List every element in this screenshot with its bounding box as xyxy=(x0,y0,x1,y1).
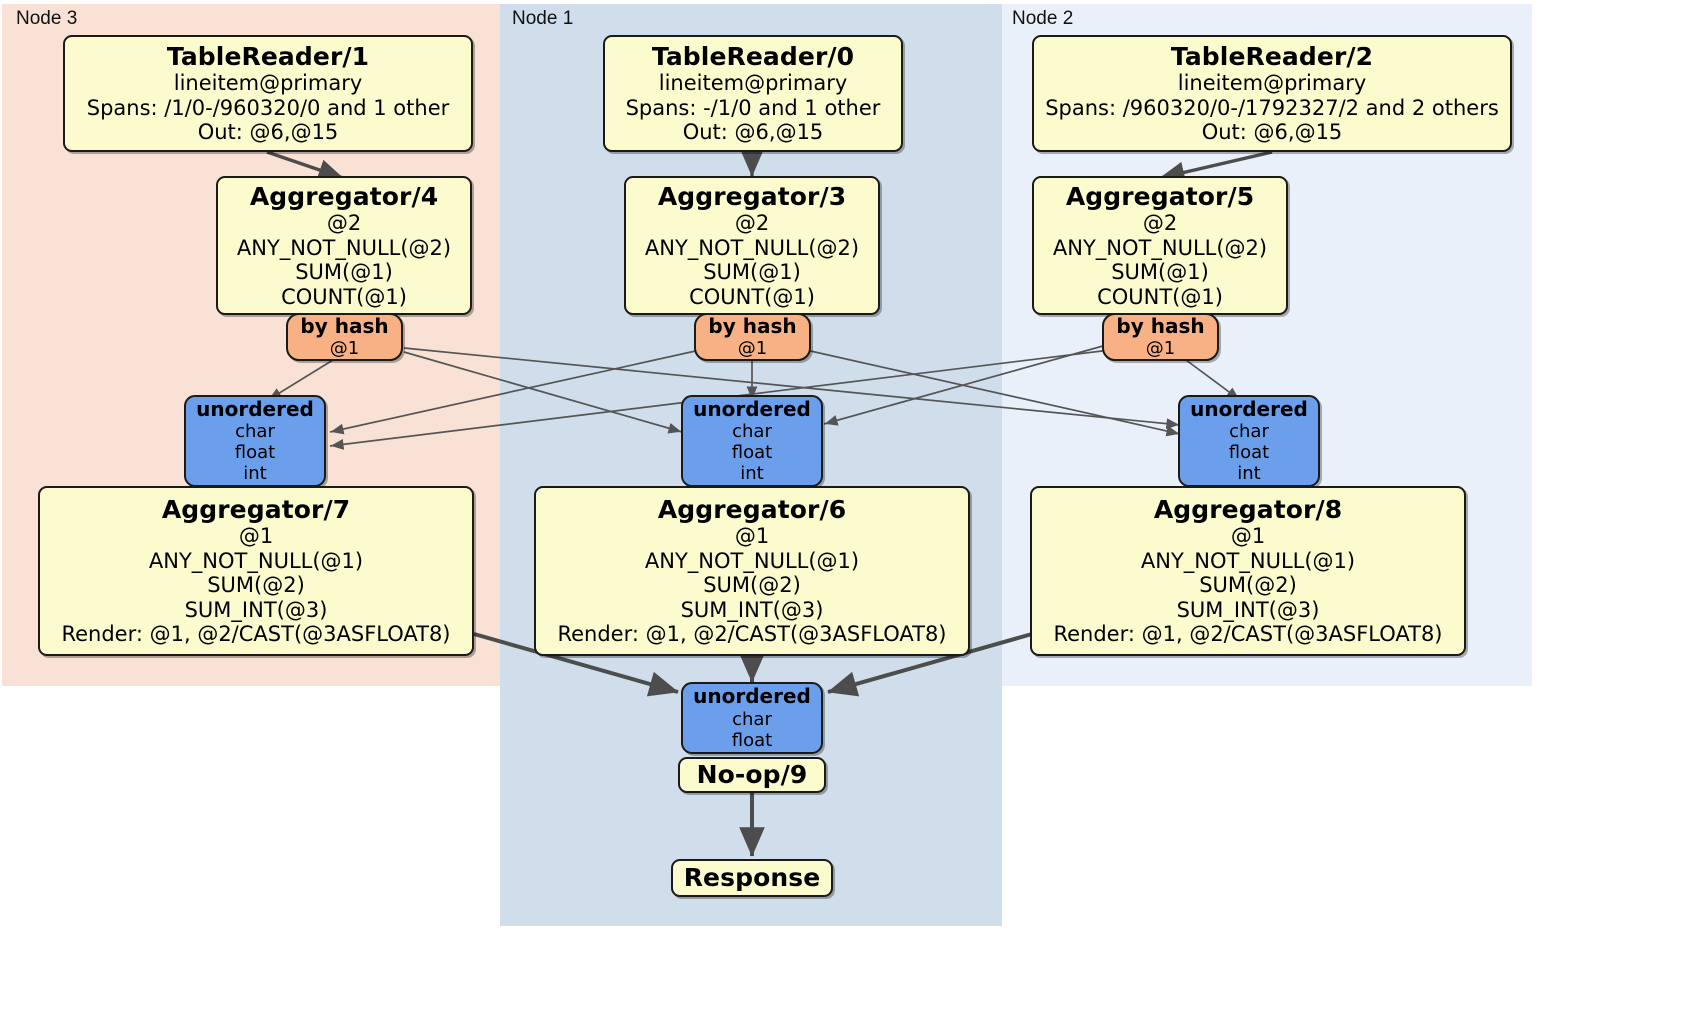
processor-out: Out: @6,@15 xyxy=(682,120,824,145)
sync-type-2: float xyxy=(731,442,773,464)
sync-type-3: int xyxy=(740,463,764,485)
processor-table: lineitem@primary xyxy=(658,71,848,96)
processor-agg-3: COUNT(@1) xyxy=(689,284,815,309)
processor-agg-1: ANY_NOT_NULL(@1) xyxy=(644,548,860,573)
processor-title: Aggregator/5 xyxy=(1065,181,1255,211)
processor-title: Aggregator/7 xyxy=(161,494,351,524)
router-title: by hash xyxy=(1116,313,1205,338)
processor-aggregator-7[interactable]: Aggregator/7 @1 ANY_NOT_NULL(@1) SUM(@2)… xyxy=(38,486,474,656)
processor-agg-1: ANY_NOT_NULL(@2) xyxy=(1052,235,1268,260)
processor-agg-1: ANY_NOT_NULL(@1) xyxy=(148,548,364,573)
processor-tablereader-2[interactable]: TableReader/2 lineitem@primary Spans: /9… xyxy=(1032,35,1512,152)
sync-title: unordered xyxy=(693,684,811,709)
processor-title: TableReader/2 xyxy=(1170,42,1374,72)
sync-type-2: float xyxy=(731,729,773,751)
sync-type-1: char xyxy=(235,421,275,443)
processor-out: Out: @6,@15 xyxy=(1201,120,1343,145)
processor-group: @2 xyxy=(1142,211,1178,235)
synchronizer-unordered-final[interactable]: unordered char float xyxy=(681,682,823,754)
processor-aggregator-8[interactable]: Aggregator/8 @1 ANY_NOT_NULL(@1) SUM(@2)… xyxy=(1030,486,1466,656)
processor-title: TableReader/0 xyxy=(651,42,855,72)
router-title: by hash xyxy=(300,313,389,338)
router-by-hash-node-1[interactable]: by hash @1 xyxy=(694,313,811,361)
processor-aggregator-5[interactable]: Aggregator/5 @2 ANY_NOT_NULL(@2) SUM(@1)… xyxy=(1032,176,1288,315)
sync-title: unordered xyxy=(1190,396,1308,421)
processor-spans: Spans: /960320/0-/1792327/2 and 2 others xyxy=(1045,95,1499,120)
processor-agg-1: ANY_NOT_NULL(@1) xyxy=(1140,548,1356,573)
processor-agg-3: SUM_INT(@3) xyxy=(184,597,328,622)
processor-agg-1: ANY_NOT_NULL(@2) xyxy=(236,235,452,260)
processor-group: @2 xyxy=(734,211,770,235)
processor-agg-1: ANY_NOT_NULL(@2) xyxy=(644,235,860,260)
sync-type-3: int xyxy=(243,463,267,485)
synchronizer-unordered-node-3[interactable]: unordered char float int xyxy=(184,395,326,487)
router-by-hash-node-2[interactable]: by hash @1 xyxy=(1102,313,1219,361)
processor-spans: Spans: -/1/0 and 1 other xyxy=(625,95,881,120)
sync-title: unordered xyxy=(693,396,811,421)
synchronizer-unordered-node-2[interactable]: unordered char float int xyxy=(1178,395,1320,487)
sync-type-2: float xyxy=(1228,442,1270,464)
processor-title: No-op/9 xyxy=(696,760,808,790)
sync-type-1: char xyxy=(732,708,772,730)
processor-title: Aggregator/8 xyxy=(1153,494,1343,524)
processor-agg-3: COUNT(@1) xyxy=(281,284,407,309)
router-title: by hash xyxy=(708,313,797,338)
processor-group: @1 xyxy=(734,524,770,549)
processor-title: TableReader/1 xyxy=(166,42,370,72)
processor-agg-2: SUM(@2) xyxy=(1199,573,1297,598)
processor-title: Aggregator/4 xyxy=(249,181,439,211)
processor-title: Aggregator/6 xyxy=(657,494,847,524)
region-label-node-1: Node 1 xyxy=(512,8,574,29)
processor-aggregator-6[interactable]: Aggregator/6 @1 ANY_NOT_NULL(@1) SUM(@2)… xyxy=(534,486,970,656)
router-detail: @1 xyxy=(329,338,360,360)
sync-type-1: char xyxy=(732,421,772,443)
response-node[interactable]: Response xyxy=(671,859,833,897)
sync-type-1: char xyxy=(1229,421,1269,443)
region-label-node-2: Node 2 xyxy=(1012,8,1074,29)
processor-out: Out: @6,@15 xyxy=(197,120,339,145)
processor-group: @1 xyxy=(1230,524,1266,549)
processor-group: @2 xyxy=(326,211,362,235)
processor-table: lineitem@primary xyxy=(1177,71,1367,96)
processor-aggregator-4[interactable]: Aggregator/4 @2 ANY_NOT_NULL(@2) SUM(@1)… xyxy=(216,176,472,315)
processor-table: lineitem@primary xyxy=(173,71,363,96)
router-detail: @1 xyxy=(737,338,768,360)
response-title: Response xyxy=(683,863,821,893)
processor-no-op-9[interactable]: No-op/9 xyxy=(678,757,826,793)
processor-title: Aggregator/3 xyxy=(657,181,847,211)
processor-group: @1 xyxy=(238,524,274,549)
router-detail: @1 xyxy=(1145,338,1176,360)
processor-render: Render: @1, @2/CAST(@3ASFLOAT8) xyxy=(61,622,451,647)
sync-type-2: float xyxy=(234,442,276,464)
sync-type-3: int xyxy=(1237,463,1261,485)
processor-agg-3: SUM_INT(@3) xyxy=(680,597,824,622)
processor-agg-2: SUM(@2) xyxy=(703,573,801,598)
sync-title: unordered xyxy=(196,396,314,421)
processor-agg-2: SUM(@2) xyxy=(207,573,305,598)
processor-tablereader-1[interactable]: TableReader/1 lineitem@primary Spans: /1… xyxy=(63,35,473,152)
processor-agg-3: COUNT(@1) xyxy=(1097,284,1223,309)
processor-agg-2: SUM(@1) xyxy=(1111,260,1209,285)
region-label-node-3: Node 3 xyxy=(16,8,78,29)
processor-tablereader-0[interactable]: TableReader/0 lineitem@primary Spans: -/… xyxy=(603,35,903,152)
processor-spans: Spans: /1/0-/960320/0 and 1 other xyxy=(86,95,450,120)
router-by-hash-node-3[interactable]: by hash @1 xyxy=(286,313,403,361)
processor-agg-2: SUM(@1) xyxy=(703,260,801,285)
processor-render: Render: @1, @2/CAST(@3ASFLOAT8) xyxy=(557,622,947,647)
processor-render: Render: @1, @2/CAST(@3ASFLOAT8) xyxy=(1053,622,1443,647)
synchronizer-unordered-node-1[interactable]: unordered char float int xyxy=(681,395,823,487)
processor-agg-2: SUM(@1) xyxy=(295,260,393,285)
processor-agg-3: SUM_INT(@3) xyxy=(1176,597,1320,622)
processor-aggregator-3[interactable]: Aggregator/3 @2 ANY_NOT_NULL(@2) SUM(@1)… xyxy=(624,176,880,315)
